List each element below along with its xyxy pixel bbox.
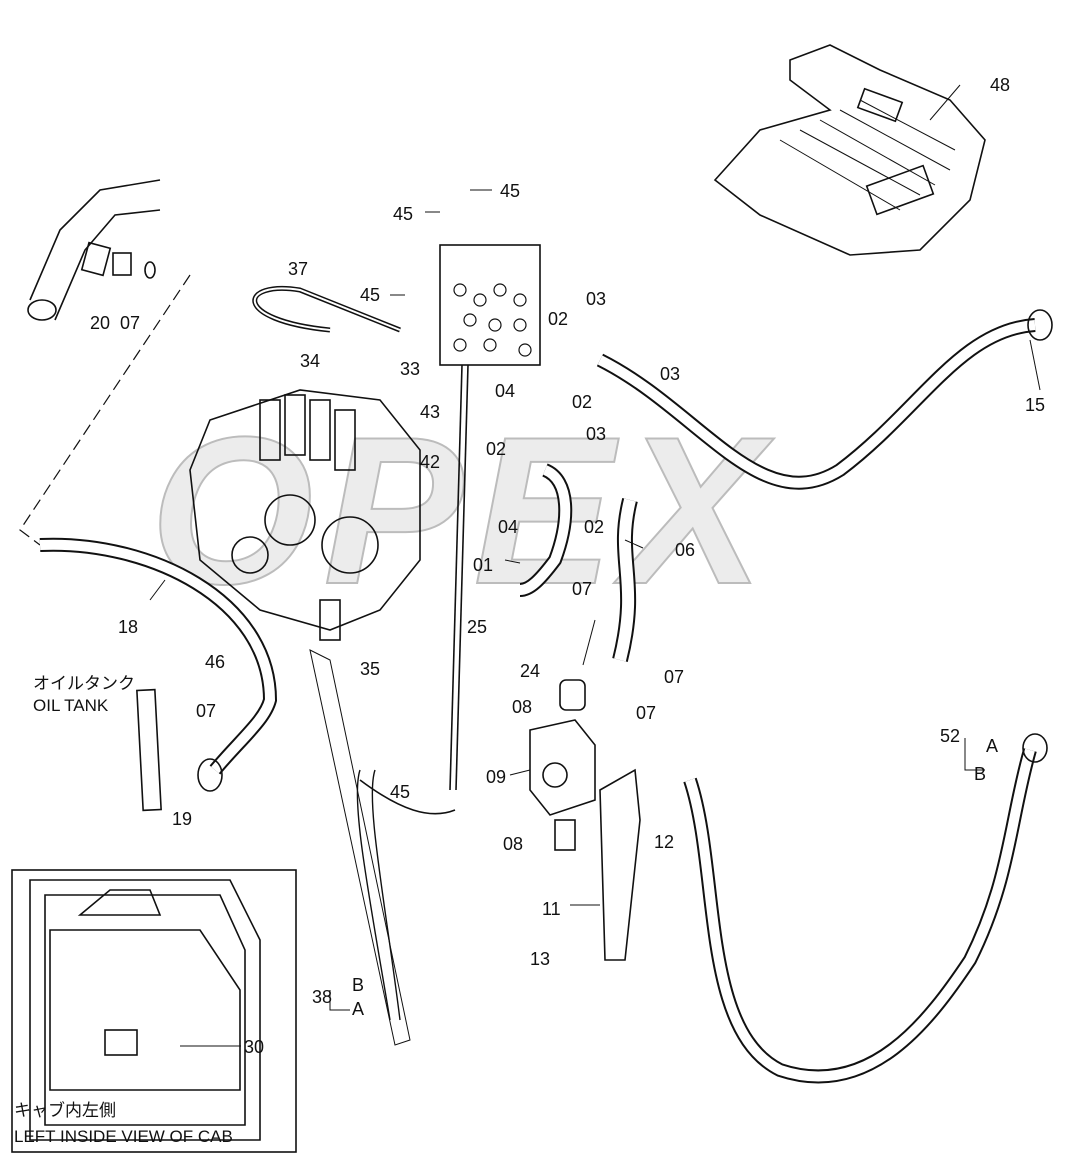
oil-tank-label-jp: オイルタンク	[33, 674, 135, 693]
label-02: 02	[584, 517, 605, 537]
label-52-a: A	[986, 736, 999, 756]
label-07: 07	[120, 313, 141, 333]
label-48: 48	[990, 75, 1011, 95]
label-45: 45	[390, 782, 411, 802]
oil-tank-label-en: OIL TANK	[33, 696, 109, 715]
label-04: 04	[498, 517, 519, 537]
cab-view-label-en: LEFT INSIDE VIEW OF CAB	[14, 1127, 233, 1146]
label-15: 15	[1025, 395, 1046, 415]
label-13: 13	[530, 949, 551, 969]
label-19: 19	[172, 809, 193, 829]
label-02: 02	[548, 309, 569, 329]
label-38: 38	[312, 987, 333, 1007]
label-46: 46	[205, 652, 226, 672]
label-09: 09	[486, 767, 507, 787]
label-04: 04	[495, 381, 516, 401]
label-42: 42	[420, 452, 441, 472]
label-45: 45	[393, 204, 414, 224]
label-08: 08	[512, 697, 533, 717]
label-02: 02	[486, 439, 507, 459]
label-34: 34	[300, 351, 321, 371]
label-01: 01	[473, 555, 494, 575]
label-20: 20	[90, 313, 111, 333]
label-24: 24	[520, 661, 541, 681]
label-08: 08	[503, 834, 524, 854]
label-03: 03	[586, 289, 607, 309]
label-35: 35	[360, 659, 381, 679]
label-03: 03	[586, 424, 607, 444]
label-07: 07	[636, 703, 657, 723]
label-38-b: B	[352, 975, 365, 995]
label-07: 07	[664, 667, 685, 687]
label-06: 06	[675, 540, 696, 560]
label-18: 18	[118, 617, 139, 637]
label-03: 03	[660, 364, 681, 384]
label-38-a: A	[352, 999, 365, 1019]
label-52-b: B	[974, 764, 987, 784]
label-30: 30	[244, 1037, 265, 1057]
watermark: OPEX	[149, 392, 774, 629]
label-11: 11	[542, 899, 561, 919]
label-33: 33	[400, 359, 421, 379]
label-45: 45	[360, 285, 381, 305]
label-12: 12	[654, 832, 675, 852]
label-25: 25	[467, 617, 488, 637]
label-45: 45	[500, 181, 521, 201]
label-43: 43	[420, 402, 441, 422]
label-07: 07	[572, 579, 593, 599]
label-02: 02	[572, 392, 593, 412]
label-52: 52	[940, 726, 961, 746]
floor-mat	[713, 44, 986, 256]
cab-view-label-jp: キャブ内左側	[14, 1101, 116, 1120]
label-07: 07	[196, 701, 217, 721]
label-37: 37	[288, 259, 309, 279]
